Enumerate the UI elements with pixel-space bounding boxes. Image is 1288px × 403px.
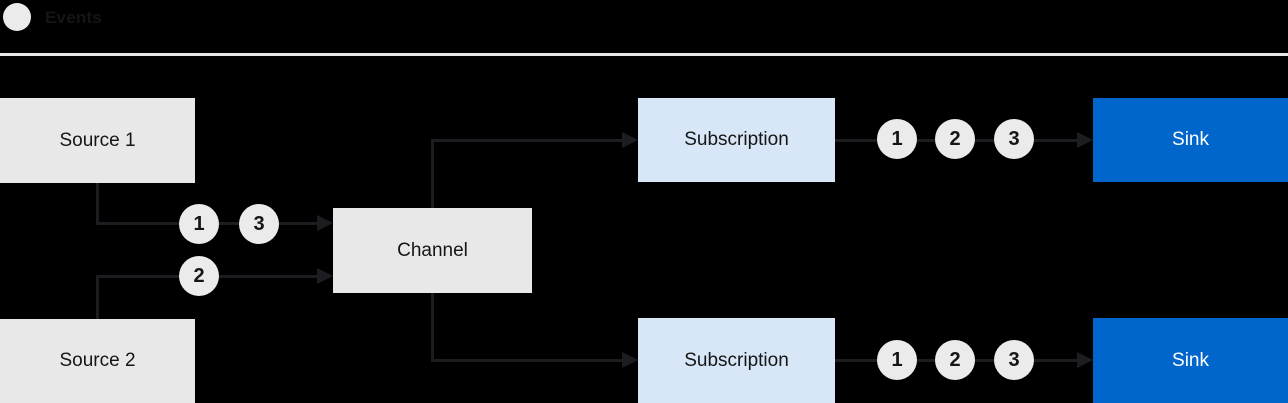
- arrowhead-source1-to-channel-icon: [317, 215, 333, 231]
- legend-divider: [0, 53, 1288, 56]
- event-badge: 3: [994, 340, 1034, 380]
- arrowhead-channel-to-subscription-top-icon: [622, 132, 638, 148]
- event-legend-circle-icon: [3, 3, 31, 31]
- connector-channel-down: [431, 293, 434, 361]
- connector-channel-to-subscription-bottom: [431, 359, 622, 362]
- event-badge: 2: [935, 119, 975, 159]
- connector-source2-up: [96, 275, 99, 319]
- arrowhead-subscription-bottom-to-sink-icon: [1077, 352, 1093, 368]
- connector-source1-down: [96, 183, 99, 224]
- arrowhead-channel-to-subscription-bottom-icon: [622, 352, 638, 368]
- node-channel: Channel: [333, 208, 532, 293]
- connector-channel-to-subscription-top: [431, 139, 622, 142]
- legend-label: Events: [45, 8, 102, 27]
- event-badge: 2: [935, 340, 975, 380]
- event-badge: 3: [994, 119, 1034, 159]
- event-badge: 1: [179, 204, 219, 244]
- arrowhead-source2-to-channel-icon: [317, 268, 333, 284]
- node-sink-top: Sink: [1093, 98, 1288, 182]
- node-source-1: Source 1: [0, 98, 195, 183]
- event-badge: 1: [877, 119, 917, 159]
- arrowhead-subscription-top-to-sink-icon: [1077, 132, 1093, 148]
- node-source-2: Source 2: [0, 319, 195, 403]
- event-badge: 3: [239, 204, 279, 244]
- event-badge: 2: [179, 256, 219, 296]
- node-sink-bottom: Sink: [1093, 318, 1288, 403]
- connector-channel-up: [431, 140, 434, 208]
- event-badge: 1: [877, 340, 917, 380]
- node-subscription-bottom: Subscription: [638, 318, 835, 403]
- node-subscription-top: Subscription: [638, 98, 835, 182]
